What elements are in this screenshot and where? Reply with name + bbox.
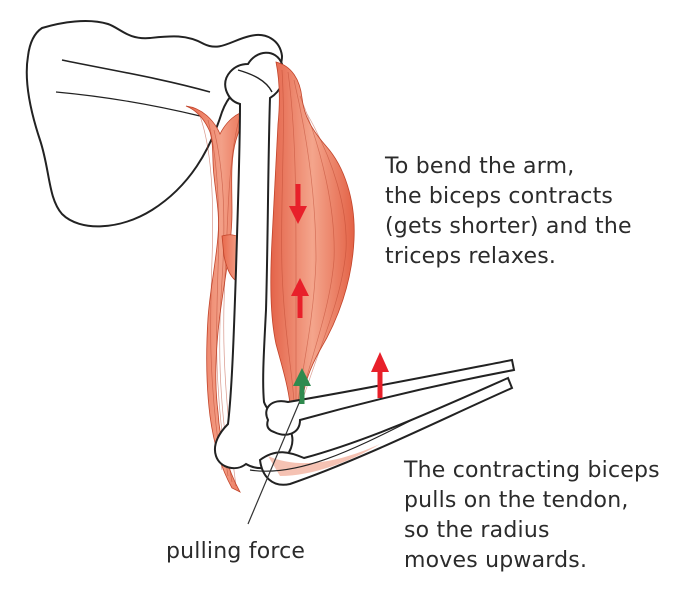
biceps-note-line: the biceps contracts [385,182,632,212]
biceps-note-line: triceps relaxes. [385,242,632,272]
tendon-note-line: pulls on the tendon, [404,486,660,516]
pulling-force-label: pulling force [166,537,305,567]
biceps-note-line: To bend the arm, [385,152,632,182]
biceps-contraction-note: To bend the arm, the biceps contracts (g… [385,152,632,272]
biceps-note-line: (gets shorter) and the [385,212,632,242]
tendon-note-line: The contracting biceps [404,456,660,486]
tendon-pull-note: The contracting biceps pulls on the tend… [404,456,660,576]
pulling-force-text: pulling force [166,537,305,567]
tendon-note-line: moves upwards. [404,546,660,576]
tendon-note-line: so the radius [404,516,660,546]
